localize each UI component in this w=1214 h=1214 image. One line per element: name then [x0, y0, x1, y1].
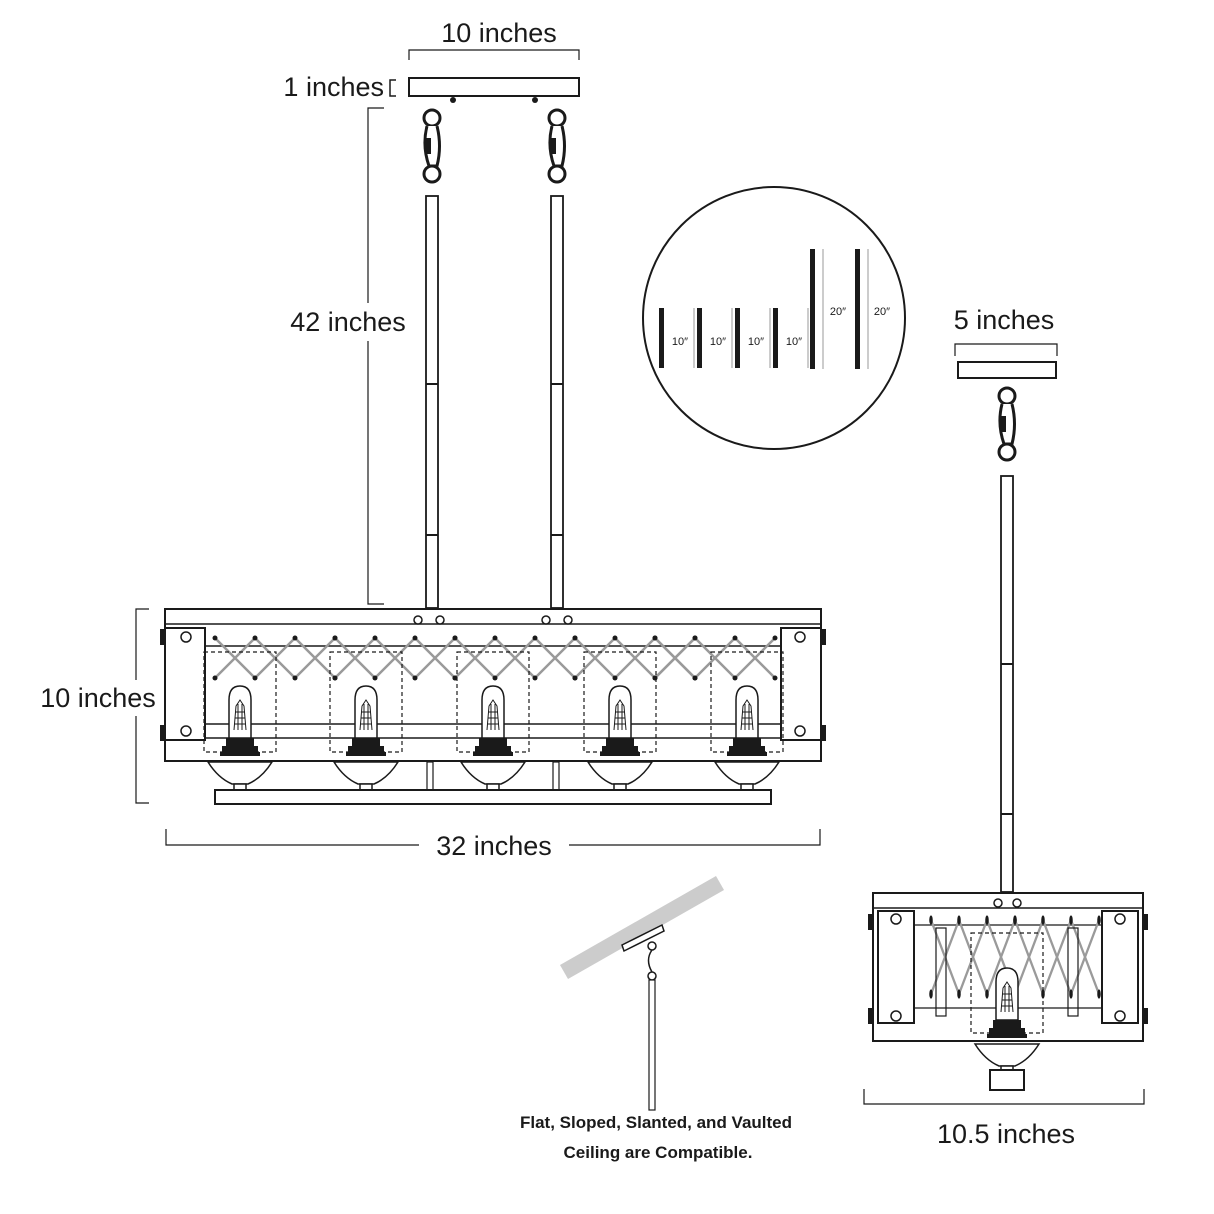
side-canopy-plate	[957, 361, 1057, 379]
side-view: 5 inches	[863, 305, 1148, 1149]
rod-label-1: 10″	[672, 336, 688, 348]
rod-label-2: 10″	[710, 336, 726, 348]
canopy-plate	[408, 77, 580, 97]
rod-length-dimension: 42 inches	[284, 107, 414, 605]
canopy-width-dimension: 10 inches	[408, 18, 580, 60]
side-canopy-width-dimension: 5 inches	[954, 305, 1058, 356]
rod-label-3: 10″	[748, 336, 764, 348]
sloped-ceiling-illustration: Flat, Sloped, Slanted, and Vaulted Ceili…	[520, 876, 792, 1162]
rod-set-callout: 10″ 10″ 10″ 10″ 20″ 20″	[642, 186, 906, 450]
canopy-width-label: 10 inches	[441, 18, 557, 48]
chandelier-body	[160, 608, 826, 805]
rod-label-4: 10″	[786, 336, 802, 348]
side-rod	[1000, 475, 1014, 893]
body-length-dimension: 32 inches	[165, 829, 821, 861]
side-chain	[997, 386, 1017, 462]
sloped-ceiling	[560, 876, 724, 979]
rod-label-5: 20″	[830, 306, 846, 318]
canopy-height-label: 1 inches	[283, 72, 384, 102]
body-length-label: 32 inches	[436, 831, 552, 861]
canopy-height-dimension: 1 inches	[283, 72, 396, 102]
rod-10-3: 10″	[735, 308, 771, 368]
rod-length-label: 42 inches	[290, 307, 406, 337]
rod-right	[550, 195, 564, 609]
body-height-label: 10 inches	[40, 683, 156, 713]
ceiling-note-line1: Flat, Sloped, Slanted, and Vaulted	[520, 1113, 792, 1132]
side-body-width-dimension: 10.5 inches	[863, 1089, 1145, 1149]
side-body-width-label: 10.5 inches	[937, 1119, 1075, 1149]
rod-10-1: 10″	[659, 308, 695, 368]
chain-right	[547, 108, 567, 184]
rod-20-2: 20″	[855, 249, 890, 369]
side-canopy-width-label: 5 inches	[954, 305, 1055, 335]
rod-label-6: 20″	[874, 306, 890, 318]
ceiling-note-line2: Ceiling are Compatible.	[564, 1143, 753, 1162]
front-view: 10 inches 1 inches 42 inches	[36, 18, 826, 861]
body-height-dimension: 10 inches	[36, 608, 156, 804]
rod-10-4: 10″	[773, 308, 809, 368]
sloped-ceiling-rod	[648, 979, 656, 1111]
side-body	[868, 892, 1148, 1091]
chain-left	[422, 108, 442, 184]
rod-left	[425, 195, 439, 609]
rod-20-1: 20″	[810, 249, 846, 369]
rod-10-2: 10″	[697, 308, 733, 368]
